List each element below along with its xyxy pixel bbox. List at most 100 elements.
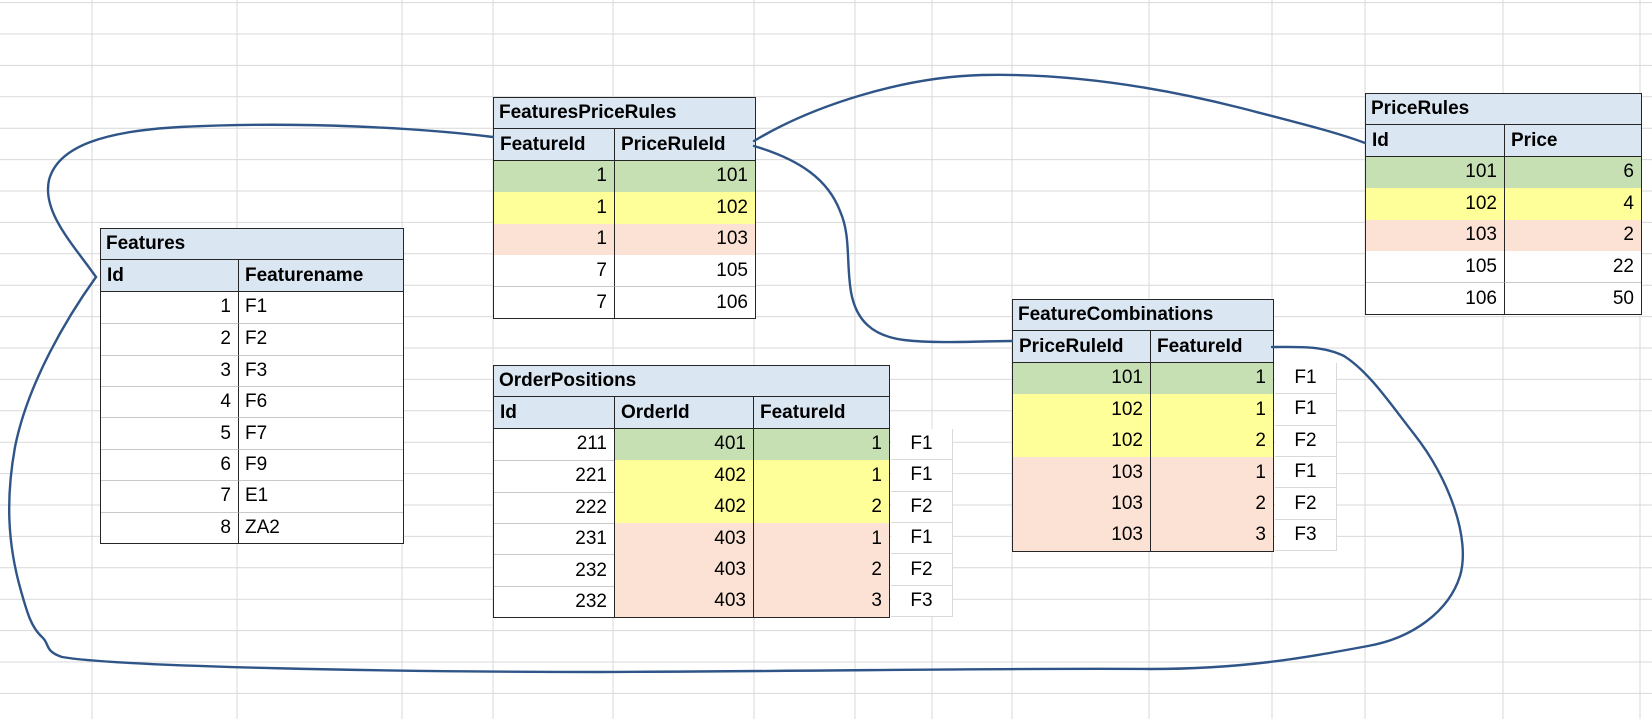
column-header-priceruleid[interactable]: PriceRuleId: [1013, 331, 1150, 363]
feature-name-label[interactable]: F1: [891, 460, 953, 492]
cell-features-price-rules-r4-c0[interactable]: 7: [494, 286, 614, 318]
cell-features-r5-c0[interactable]: 6: [101, 448, 238, 481]
cell-price-rules-r0-c1[interactable]: 6: [1504, 156, 1641, 189]
column-header-id[interactable]: Id: [494, 397, 614, 429]
cell-features-r3-c1[interactable]: F6: [238, 385, 403, 418]
cell-feature-combinations-r3-c1[interactable]: 1: [1150, 456, 1273, 489]
feature-name-label[interactable]: F1: [1275, 362, 1337, 395]
cell-features-price-rules-r1-c0[interactable]: 1: [494, 192, 614, 224]
cell-order-positions-r5-c0[interactable]: 232: [494, 585, 614, 618]
column-header-featureid[interactable]: FeatureId: [753, 397, 889, 429]
cell-price-rules-r0-c0[interactable]: 101: [1366, 156, 1504, 189]
column-header-id[interactable]: Id: [101, 260, 238, 292]
cell-order-positions-r1-c0[interactable]: 221: [494, 460, 614, 492]
cell-features-r7-c1[interactable]: ZA2: [238, 511, 403, 543]
cell-price-rules-r1-c1[interactable]: 4: [1504, 188, 1641, 220]
cell-order-positions-r2-c2[interactable]: 2: [753, 491, 889, 523]
cell-order-positions-r5-c2[interactable]: 3: [753, 585, 889, 618]
table-title-order-positions[interactable]: OrderPositions: [494, 366, 889, 398]
table-title-features[interactable]: Features: [101, 229, 403, 261]
table-title-price-rules[interactable]: PriceRules: [1366, 94, 1641, 126]
cell-features-r5-c1[interactable]: F9: [238, 448, 403, 481]
feature-name-label[interactable]: F2: [891, 554, 953, 586]
table-title-features-price-rules[interactable]: FeaturesPriceRules: [494, 98, 755, 130]
cell-features-r4-c1[interactable]: F7: [238, 417, 403, 449]
cell-feature-combinations-r5-c0[interactable]: 103: [1013, 519, 1150, 552]
cell-features-r0-c0[interactable]: 1: [101, 291, 238, 324]
feature-name-label[interactable]: F3: [891, 585, 953, 618]
feature-name-label[interactable]: F3: [1275, 519, 1337, 552]
cell-feature-combinations-r2-c1[interactable]: 2: [1150, 425, 1273, 457]
cell-features-price-rules-r2-c0[interactable]: 1: [494, 223, 614, 255]
cell-features-r6-c1[interactable]: E1: [238, 480, 403, 512]
cell-price-rules-r2-c1[interactable]: 2: [1504, 219, 1641, 251]
cell-order-positions-r1-c2[interactable]: 1: [753, 460, 889, 492]
cell-order-positions-r3-c1[interactable]: 403: [614, 522, 753, 555]
feature-name-label[interactable]: F1: [891, 428, 953, 461]
cell-features-price-rules-r4-c1[interactable]: 106: [614, 286, 755, 318]
column-header-featureid[interactable]: FeatureId: [494, 129, 614, 161]
cell-order-positions-r4-c2[interactable]: 2: [753, 554, 889, 586]
cell-order-positions-r2-c0[interactable]: 222: [494, 491, 614, 523]
column-header-priceruleid[interactable]: PriceRuleId: [614, 129, 755, 161]
cell-features-r6-c0[interactable]: 7: [101, 480, 238, 512]
column-header-price[interactable]: Price: [1504, 125, 1641, 157]
column-header-featurename[interactable]: Featurename: [238, 260, 403, 292]
cell-features-price-rules-r0-c1[interactable]: 101: [614, 160, 755, 193]
cell-price-rules-r2-c0[interactable]: 103: [1366, 219, 1504, 251]
cell-feature-combinations-r4-c1[interactable]: 2: [1150, 488, 1273, 520]
feature-name-label[interactable]: F1: [1275, 394, 1337, 426]
feature-name-label[interactable]: F2: [1275, 425, 1337, 457]
cell-order-positions-r3-c2[interactable]: 1: [753, 522, 889, 555]
cell-features-r4-c0[interactable]: 5: [101, 417, 238, 449]
cell-feature-combinations-r5-c1[interactable]: 3: [1150, 519, 1273, 552]
cell-order-positions-r5-c1[interactable]: 403: [614, 585, 753, 618]
feature-name-label[interactable]: F1: [891, 522, 953, 555]
cell-features-price-rules-r2-c1[interactable]: 103: [614, 223, 755, 255]
cell-features-r1-c1[interactable]: F2: [238, 323, 403, 355]
cell-feature-combinations-r0-c1[interactable]: 1: [1150, 362, 1273, 395]
cell-order-positions-r0-c2[interactable]: 1: [753, 428, 889, 461]
cell-feature-combinations-r0-c0[interactable]: 101: [1013, 362, 1150, 395]
column-header-id[interactable]: Id: [1366, 125, 1504, 157]
cell-order-positions-r4-c0[interactable]: 232: [494, 554, 614, 586]
cell-feature-combinations-r3-c0[interactable]: 103: [1013, 456, 1150, 489]
cell-features-price-rules-r1-c1[interactable]: 102: [614, 192, 755, 224]
cell-features-r1-c0[interactable]: 2: [101, 323, 238, 355]
cell-order-positions-r1-c1[interactable]: 402: [614, 460, 753, 492]
cell-feature-combinations-r1-c0[interactable]: 102: [1013, 394, 1150, 426]
cell-features-price-rules-r3-c0[interactable]: 7: [494, 254, 614, 287]
cell-features-r7-c0[interactable]: 8: [101, 511, 238, 543]
cell-features-r0-c1[interactable]: F1: [238, 291, 403, 324]
feature-name-label[interactable]: F1: [1275, 456, 1337, 489]
cell-order-positions-r4-c1[interactable]: 403: [614, 554, 753, 586]
cell-order-positions-r0-c0[interactable]: 211: [494, 428, 614, 461]
cell-price-rules-r4-c1[interactable]: 50: [1504, 282, 1641, 314]
feature-name-label[interactable]: F2: [891, 491, 953, 523]
feature-name-label[interactable]: F2: [1275, 488, 1337, 520]
cell-feature-combinations-r1-c1[interactable]: 1: [1150, 394, 1273, 426]
cell-price-rules-r3-c0[interactable]: 105: [1366, 250, 1504, 283]
cell-price-rules-r3-c1[interactable]: 22: [1504, 250, 1641, 283]
cell-order-positions-r0-c1[interactable]: 401: [614, 428, 753, 461]
cell-features-r2-c0[interactable]: 3: [101, 354, 238, 386]
cell-feature-combinations-r4-c0[interactable]: 103: [1013, 488, 1150, 520]
cell-features-price-rules-r0-c0[interactable]: 1: [494, 160, 614, 193]
cell-features-price-rules-r3-c1[interactable]: 105: [614, 254, 755, 287]
cell-price-rules-r4-c0[interactable]: 106: [1366, 282, 1504, 314]
cell-features-r2-c1[interactable]: F3: [238, 354, 403, 386]
column-header-featureid[interactable]: FeatureId: [1150, 331, 1273, 363]
cell-feature-combinations-r2-c0[interactable]: 102: [1013, 425, 1150, 457]
cell-features-r3-c0[interactable]: 4: [101, 385, 238, 418]
cell-order-positions-r2-c1[interactable]: 402: [614, 491, 753, 523]
cell-order-positions-r3-c0[interactable]: 231: [494, 522, 614, 555]
column-header-orderid[interactable]: OrderId: [614, 397, 753, 429]
cell-price-rules-r1-c0[interactable]: 102: [1366, 188, 1504, 220]
table-title-feature-combinations[interactable]: FeatureCombinations: [1013, 300, 1273, 332]
